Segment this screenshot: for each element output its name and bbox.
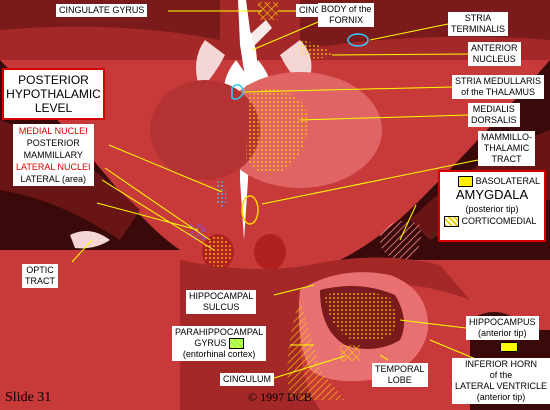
nuclei-legend: MEDIAL NUCLEI POSTERIOR MAMMILLARY LATER… [13, 124, 94, 186]
label-hippocampal-sulcus-line2: SULCUS [202, 302, 240, 312]
basolateral-label: BASOLATERAL [475, 176, 540, 186]
label-body-of-fornix-line2: FORNIX [329, 15, 364, 25]
label-anterior-nucleus-line2: NUCLEUS [472, 54, 516, 64]
label-parahippocampal-line3: (entorhinal cortex) [182, 349, 256, 360]
label-stria-medullaris-line1: STRIA MEDULLARIS [455, 76, 542, 86]
label-anterior-nucleus-line1: ANTERIOR [471, 43, 518, 53]
amygdala-box: BASOLATERAL AMYGDALA (posterior tip) COR… [438, 170, 546, 242]
label-cingulum-bottom: CINGULUM [220, 373, 275, 386]
label-body-of-fornix: BODY of the FORNIX [318, 3, 375, 27]
label-medialis-dorsalis: MEDIALIS DORSALIS [468, 103, 520, 127]
amygdala-title: AMYGDALA [455, 187, 529, 203]
basolateral-row: BASOLATERAL [444, 175, 540, 188]
label-optic-tract-line1: OPTIC [26, 265, 54, 275]
label-mammillothalamic-line3: TRACT [491, 154, 522, 164]
label-medialis-dorsalis-line2: DORSALIS [471, 115, 517, 125]
label-stria-medullaris: STRIA MEDULLARIS of the THALAMUS [452, 75, 545, 99]
copyright-text: © 1997 DCB [248, 390, 312, 404]
label-cingulate-gyrus: CINGULATE GYRUS [56, 4, 148, 17]
label-hippocampal-sulcus: HIPPOCAMPAL SULCUS [186, 290, 257, 314]
label-hippocampal-sulcus-line1: HIPPOCAMPAL [189, 291, 254, 301]
label-temporal-lobe-line2: LOBE [387, 375, 412, 385]
hippocampus-swatch [500, 342, 518, 352]
label-inferior-horn-line3: LATERAL VENTRICLE [455, 381, 548, 391]
label-anterior-nucleus: ANTERIOR NUCLEUS [468, 42, 521, 66]
label-stria-terminalis-line1: STRIA [464, 13, 492, 23]
medial-item-mammillary: MAMMILLARY [23, 150, 83, 160]
label-medialis-dorsalis-line1: MEDIALIS [472, 104, 515, 114]
label-parahippocampal-gyrus-word: GYRUS [194, 338, 227, 348]
label-mammillothalamic-line1: MAMMILLO- [481, 132, 533, 142]
lateral-item-area: LATERAL (area) [20, 174, 87, 184]
label-optic-tract: OPTIC TRACT [22, 264, 58, 288]
label-inferior-horn: INFERIOR HORN of the LATERAL VENTRICLE (… [452, 358, 550, 404]
title-line1: POSTERIOR [18, 73, 89, 87]
corticomedial-swatch [444, 216, 459, 228]
label-inferior-horn-line4: (anterior tip) [476, 392, 526, 402]
label-temporal-lobe: TEMPORAL LOBE [372, 363, 428, 387]
medial-item-posterior: POSTERIOR [26, 138, 80, 148]
parahippocampal-swatch [228, 338, 244, 350]
title-box: POSTERIOR HYPOTHALAMIC LEVEL [2, 68, 105, 120]
corticomedial-row: CORTICOMEDIAL [444, 215, 540, 228]
label-mammillothalamic-tract: MAMMILLO- THALAMIC TRACT [478, 131, 536, 166]
basolateral-swatch [458, 176, 474, 188]
label-hippocampus-line2: (anterior tip) [478, 328, 527, 338]
label-inferior-horn-line2: of the [489, 370, 513, 380]
label-parahippocampal-gyrus: PARAHIPPOCAMPAL GYRUS (entorhinal cortex… [172, 326, 267, 362]
title-line3: LEVEL [34, 101, 73, 115]
label-stria-terminalis-line2: TERMINALIS [451, 24, 506, 34]
slide-number: Slide 31 [5, 390, 52, 405]
label-optic-tract-line2: TRACT [25, 276, 55, 286]
label-body-of-fornix-line1: BODY of the [321, 4, 372, 14]
title-line2: HYPOTHALAMIC [6, 87, 101, 101]
lateral-nuclei-heading: LATERAL NUCLEI [16, 162, 91, 172]
corticomedial-label: CORTICOMEDIAL [461, 216, 537, 227]
amygdala-subtitle: (posterior tip) [465, 204, 519, 215]
label-parahippocampal-line2: GYRUS [175, 338, 263, 350]
label-inferior-horn-line1: INFERIOR HORN [465, 359, 538, 369]
label-parahippocampal-line1: PARAHIPPOCAMPAL [175, 327, 264, 337]
label-mammillothalamic-line2: THALAMIC [483, 143, 530, 153]
label-stria-medullaris-line2: of the THALAMUS [461, 87, 535, 97]
label-hippocampus: HIPPOCAMPUS (anterior tip) [466, 316, 539, 340]
label-temporal-lobe-line1: TEMPORAL [375, 364, 425, 374]
label-stria-terminalis: STRIA TERMINALIS [448, 12, 509, 36]
medial-nuclei-heading: MEDIAL NUCLEI [18, 126, 88, 136]
label-hippocampus-line1: HIPPOCAMPUS [469, 317, 536, 327]
